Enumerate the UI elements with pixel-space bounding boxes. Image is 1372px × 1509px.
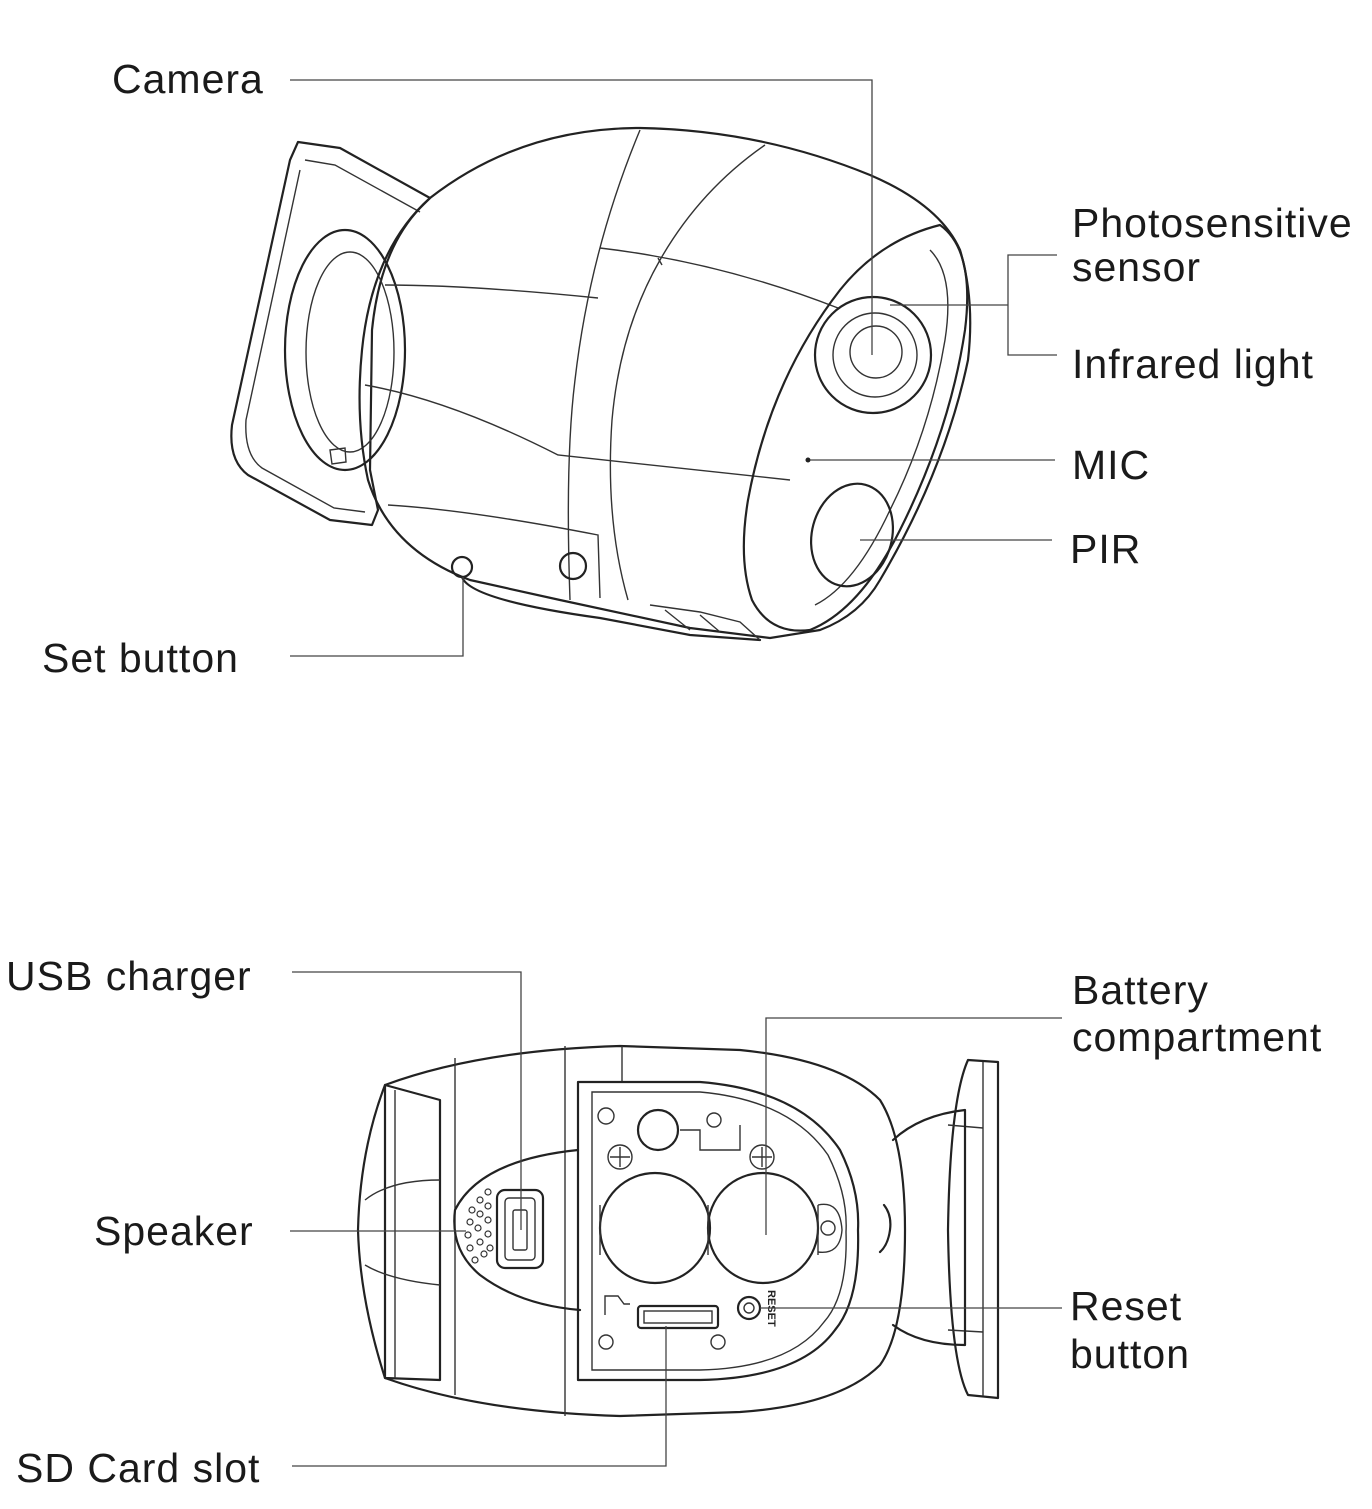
- label-speaker: Speaker: [94, 1208, 254, 1254]
- camera-lens: [813, 295, 933, 415]
- bottom-mount-plate: [946, 1058, 1000, 1400]
- set-button-hole: [450, 555, 474, 579]
- usb-leader: [292, 971, 522, 1230]
- camera-bottom-view: RESET: [356, 1044, 1000, 1418]
- mic-hole: [805, 457, 811, 463]
- label-mic: MIC: [1072, 442, 1151, 488]
- usb-port: [495, 1188, 545, 1270]
- screw-right: [749, 1144, 775, 1170]
- battery-cell-left: [598, 1171, 712, 1285]
- bottom-leader-lines: [290, 971, 1062, 1467]
- front-face: [742, 223, 969, 632]
- label-battery-line2: compartment: [1072, 1014, 1323, 1060]
- camera-leader: [290, 79, 873, 355]
- label-pir: PIR: [1070, 526, 1142, 572]
- sd-card-slot: [636, 1304, 720, 1330]
- label-camera: Camera: [112, 56, 264, 102]
- screw-left: [607, 1144, 633, 1170]
- battery-compartment: [576, 1080, 860, 1382]
- speaker-grille: [464, 1188, 494, 1264]
- speaker-flap: [453, 1148, 582, 1312]
- label-usb-charger: USB charger: [6, 953, 252, 999]
- label-battery-line1: Battery: [1072, 967, 1209, 1013]
- screw-bottom-right: [710, 1334, 726, 1350]
- screw-top-left: [597, 1107, 615, 1125]
- bottom-body: [383, 1044, 907, 1418]
- label-set-button: Set button: [42, 635, 239, 681]
- top-leader-lines: [290, 79, 1057, 657]
- set-button-leader: [290, 577, 464, 657]
- sd-card-leader: [292, 1326, 667, 1467]
- label-photosensitive-line1: Photosensitive: [1072, 200, 1353, 246]
- label-photosensitive-line2: sensor: [1072, 244, 1202, 290]
- label-reset-line2: button: [1070, 1331, 1190, 1377]
- battery-leader: [765, 1017, 1062, 1235]
- reset-button: [736, 1295, 762, 1321]
- front-housing: [356, 1083, 442, 1382]
- screw-bottom-left: [598, 1334, 614, 1350]
- camera-front-view: [230, 126, 972, 642]
- label-sd-card-slot: SD Card slot: [16, 1445, 261, 1491]
- battery-cell-right: [706, 1171, 820, 1285]
- label-reset-line1: Reset: [1070, 1283, 1183, 1329]
- pir-sensor: [809, 482, 895, 588]
- label-infrared: Infrared light: [1072, 341, 1314, 387]
- camera-body: [358, 126, 972, 640]
- photosensitive-leader: [1007, 254, 1057, 356]
